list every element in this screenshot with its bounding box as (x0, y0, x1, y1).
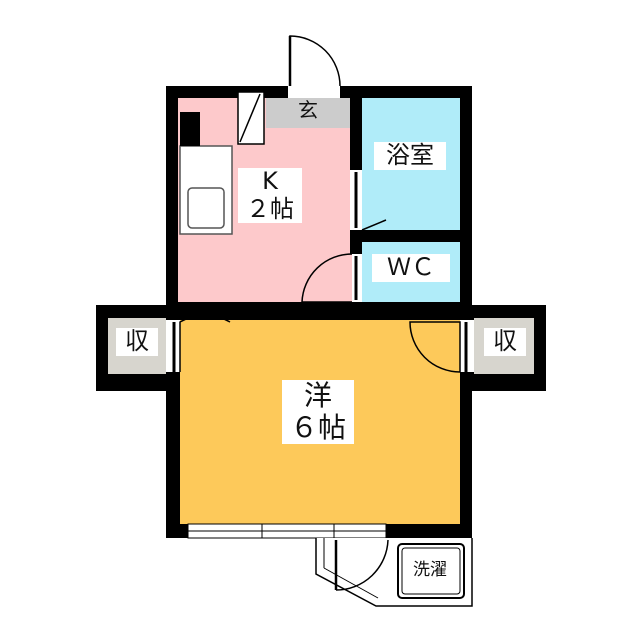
bath-door-line (361, 219, 387, 231)
kitchen-name: K (262, 167, 278, 195)
wc-door-swing (301, 253, 353, 303)
entrance-area (266, 98, 350, 128)
balcony-inner-2 (323, 567, 379, 599)
entrance-label: 玄 (298, 98, 318, 122)
left-closet-door-swing (179, 314, 231, 372)
right-closet-door-swing (409, 321, 461, 373)
balcony-door-swing (335, 539, 389, 591)
laundry-box-inner (401, 547, 461, 595)
laundry-label: 洗濯 (413, 560, 447, 580)
kitchen-sink (187, 187, 225, 229)
wc-label: ＷＣ (372, 253, 450, 282)
kitchen-stove (180, 112, 200, 146)
bath-label: 浴室 (374, 141, 446, 170)
kitchen-door-diagonal (239, 93, 261, 143)
western-size: ６帖 (289, 411, 346, 445)
entrance-door-swing (289, 35, 341, 87)
storage-right-label: 収 (484, 327, 526, 356)
western-label: 洋 ６帖 (282, 379, 354, 445)
kitchen-size: ２帖 (246, 194, 294, 223)
kitchen-label: K ２帖 (238, 167, 302, 224)
entrance-door-gap (288, 84, 340, 98)
storage-left-label: 収 (116, 327, 158, 356)
western-name: 洋 (303, 379, 332, 412)
